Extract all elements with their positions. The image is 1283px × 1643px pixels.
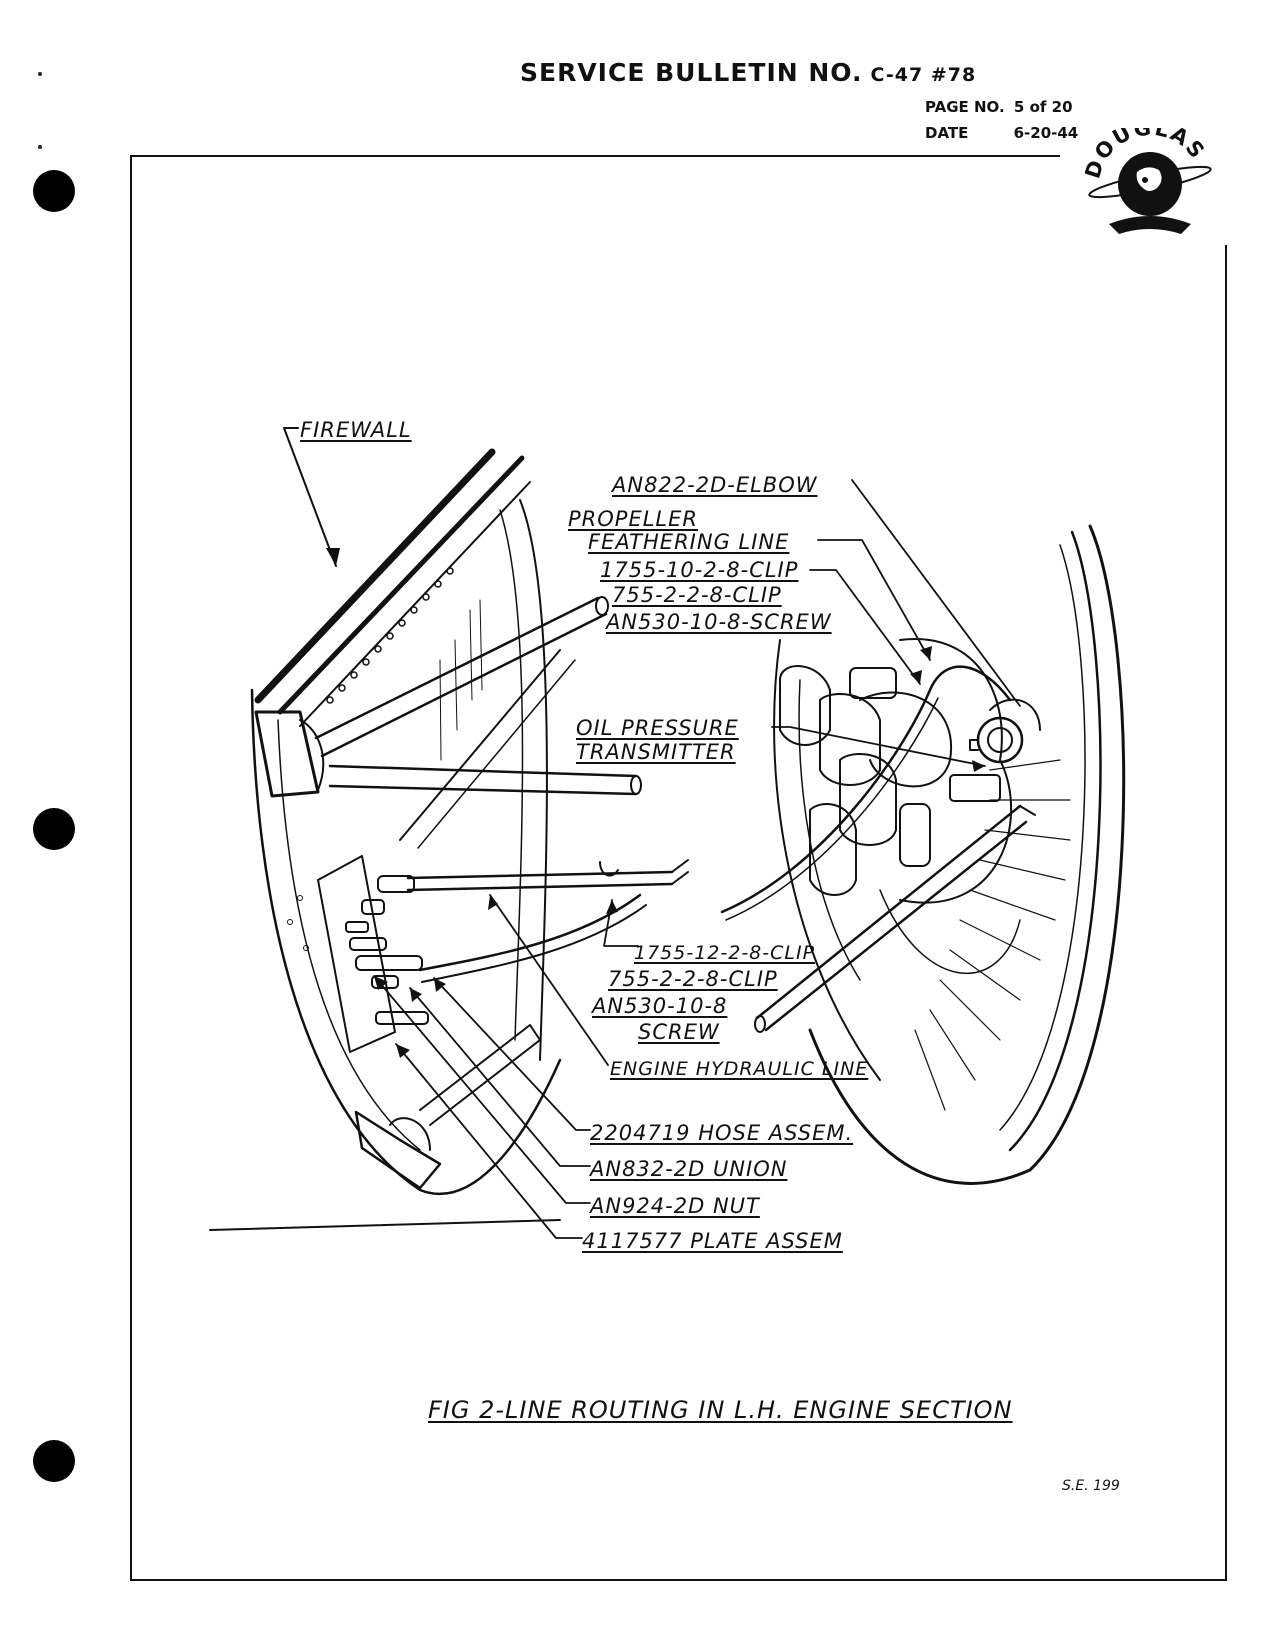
elbow-label: AN822-2D-ELBOW (612, 473, 818, 497)
screw-mid-1-label: AN530-10-8 (592, 994, 728, 1018)
clip-mid-2-label: 755-2-2-8-CLIP (608, 967, 778, 991)
plate-fittings (345, 875, 429, 1025)
engine-hydraulic-line (406, 870, 674, 880)
callout-leaders (373, 479, 1021, 1239)
margin-dot (38, 72, 42, 76)
douglas-logo: DOUGLAS (1085, 128, 1212, 234)
page-border (130, 155, 1227, 1581)
feathering-line-label: FEATHERING LINE (588, 530, 790, 554)
date-value: 6-20-44 (1013, 124, 1079, 142)
nacelle-outline (250, 688, 562, 1196)
cooling-fins (914, 759, 1071, 1111)
clip-mid-1-label: 1755-12-2-8-CLIP (634, 942, 816, 964)
footer-code: S.E. 199 (1062, 1478, 1120, 1494)
clip-top-2-label: 755-2-2-8-CLIP (612, 583, 782, 607)
screw-mid-2-label: SCREW (638, 1020, 720, 1044)
plate-assembly (317, 855, 396, 1053)
plate-label: 4117577 PLATE ASSEM (582, 1229, 843, 1253)
union-label: AN832-2D UNION (590, 1157, 788, 1181)
engine-hydraulic-label: ENGINE HYDRAULIC LINE (610, 1058, 869, 1080)
mount-bracket (254, 710, 320, 798)
page-number-row: PAGE NO. 5 of 20 (925, 98, 1073, 116)
transmitter-label: TRANSMITTER (576, 740, 736, 764)
page-label: PAGE NO. (925, 98, 1005, 116)
propeller-label: PROPELLER (568, 507, 698, 531)
figure-caption: FIG 2-LINE ROUTING IN L.H. ENGINE SECTIO… (428, 1396, 1013, 1424)
bulletin-title: SERVICE BULLETIN NO.C-47 #78 (520, 58, 977, 87)
clip-top-1-label: 1755-10-2-8-CLIP (600, 558, 799, 582)
margin-dot (38, 145, 42, 149)
nut-label: AN924-2D NUT (590, 1194, 760, 1218)
oil-pressure-label: OIL PRESSURE (576, 716, 739, 740)
rivet-row (326, 567, 454, 704)
engine-cylinders (779, 665, 931, 896)
feathering-line (720, 665, 1012, 914)
bulletin-number: C-47 #78 (870, 64, 977, 86)
hose-label: 2204719 HOSE ASSEM. (590, 1121, 854, 1145)
firewall-label: FIREWALL (300, 418, 412, 442)
engine-cowl-ring (808, 524, 1126, 1185)
firewall-leader (283, 427, 337, 567)
firewall-frame-bar-inner (277, 455, 525, 715)
date-row: DATE 6-20-44 (925, 124, 1078, 142)
date-label: DATE (925, 124, 969, 142)
binder-hole (33, 1440, 75, 1482)
leader-arrows (374, 646, 985, 1058)
page-value: 5 of 20 (1013, 98, 1073, 116)
screw-top-label: AN530-10-8-SCREW (606, 610, 832, 634)
firewall-frame-bar (254, 448, 496, 704)
binder-hole (33, 170, 75, 212)
binder-hole (33, 808, 75, 850)
